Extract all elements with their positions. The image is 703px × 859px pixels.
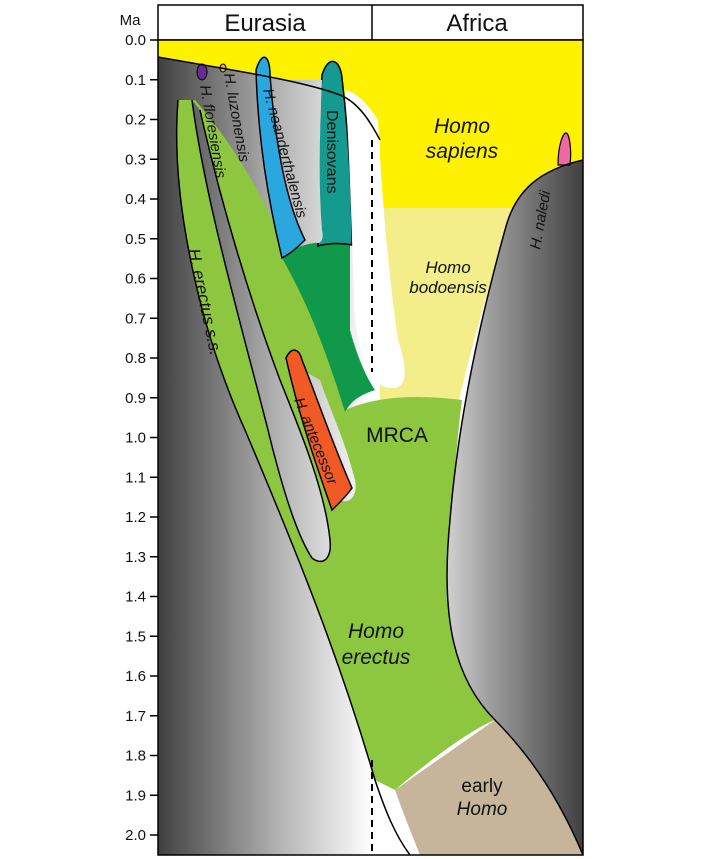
y-tick-label: 0.3 xyxy=(125,151,146,168)
eurasia-outline xyxy=(158,56,381,141)
y-tick-label: 1.1 xyxy=(125,469,146,486)
early-homo-label-2: Homo xyxy=(457,799,508,820)
y-tick-label: 1.4 xyxy=(125,589,146,606)
y-tick-label: 0.5 xyxy=(125,231,146,248)
africa-outline xyxy=(446,159,583,855)
h-neanderthalensis-shape xyxy=(255,56,306,260)
y-axis-ticks: 0.0 0.1 0.2 0.3 0.4 0.5 0.6 0.7 0.8 0.9 1.0 1.1 1.2 1… xyxy=(125,32,158,844)
y-tick-label: 0.1 xyxy=(125,72,146,89)
y-tick-label: 1.6 xyxy=(125,668,146,685)
denisovans-label: Denisovans xyxy=(323,110,340,194)
y-tick-label: 0.9 xyxy=(125,390,146,407)
y-tick-label: 0.0 xyxy=(125,32,146,49)
y-tick-label: 1.7 xyxy=(125,708,146,725)
y-tick-label: 1.2 xyxy=(125,509,146,526)
y-tick-label: 0.6 xyxy=(125,271,146,288)
homo-bodoensis-label-2: bodoensis xyxy=(409,278,487,297)
homo-erectus-label-1: Homo xyxy=(348,620,404,643)
homo-erectus-label-2: erectus xyxy=(342,646,411,669)
y-tick-label: 2.0 xyxy=(125,827,146,844)
homo-bodoensis-label-1: Homo xyxy=(425,258,470,277)
homo-sapiens-label-2: sapiens xyxy=(426,140,499,163)
h-naledi-shape xyxy=(557,132,572,166)
erectus-ss-outline xyxy=(191,99,331,563)
y-tick-label: 0.7 xyxy=(125,310,146,327)
early-homo-label-1: early xyxy=(461,776,503,797)
africa-label: Africa xyxy=(446,10,508,37)
y-tick-label: 0.4 xyxy=(125,191,146,208)
homo-sapiens-label-1: Homo xyxy=(434,115,490,138)
eurasia-label: Eurasia xyxy=(224,10,306,37)
neanderthal-denisovan-gap xyxy=(272,80,323,244)
header-box xyxy=(157,4,584,41)
denisovan-sapiens-gap xyxy=(345,90,405,389)
y-tick-label: 1.9 xyxy=(125,787,146,804)
y-tick-label: 1.8 xyxy=(125,748,146,765)
mrca-dark-green-region xyxy=(282,242,375,412)
axis-unit-label: Ma xyxy=(120,12,141,29)
y-tick-label: 1.0 xyxy=(125,430,146,447)
y-tick-label: 0.2 xyxy=(125,112,146,129)
y-tick-label: 1.5 xyxy=(125,628,146,645)
africa-grey-region xyxy=(447,160,583,855)
early-homo-region xyxy=(395,720,583,855)
h-antecessor-shape xyxy=(285,349,353,512)
plot-frame xyxy=(157,39,584,856)
y-tick-label: 0.8 xyxy=(125,350,146,367)
mrca-label: MRCA xyxy=(366,424,428,447)
homo-bodoensis-region xyxy=(372,208,512,405)
y-tick-label: 1.3 xyxy=(125,549,146,566)
erectus-outline xyxy=(175,99,411,855)
h-floresiensis-shape xyxy=(196,63,208,81)
